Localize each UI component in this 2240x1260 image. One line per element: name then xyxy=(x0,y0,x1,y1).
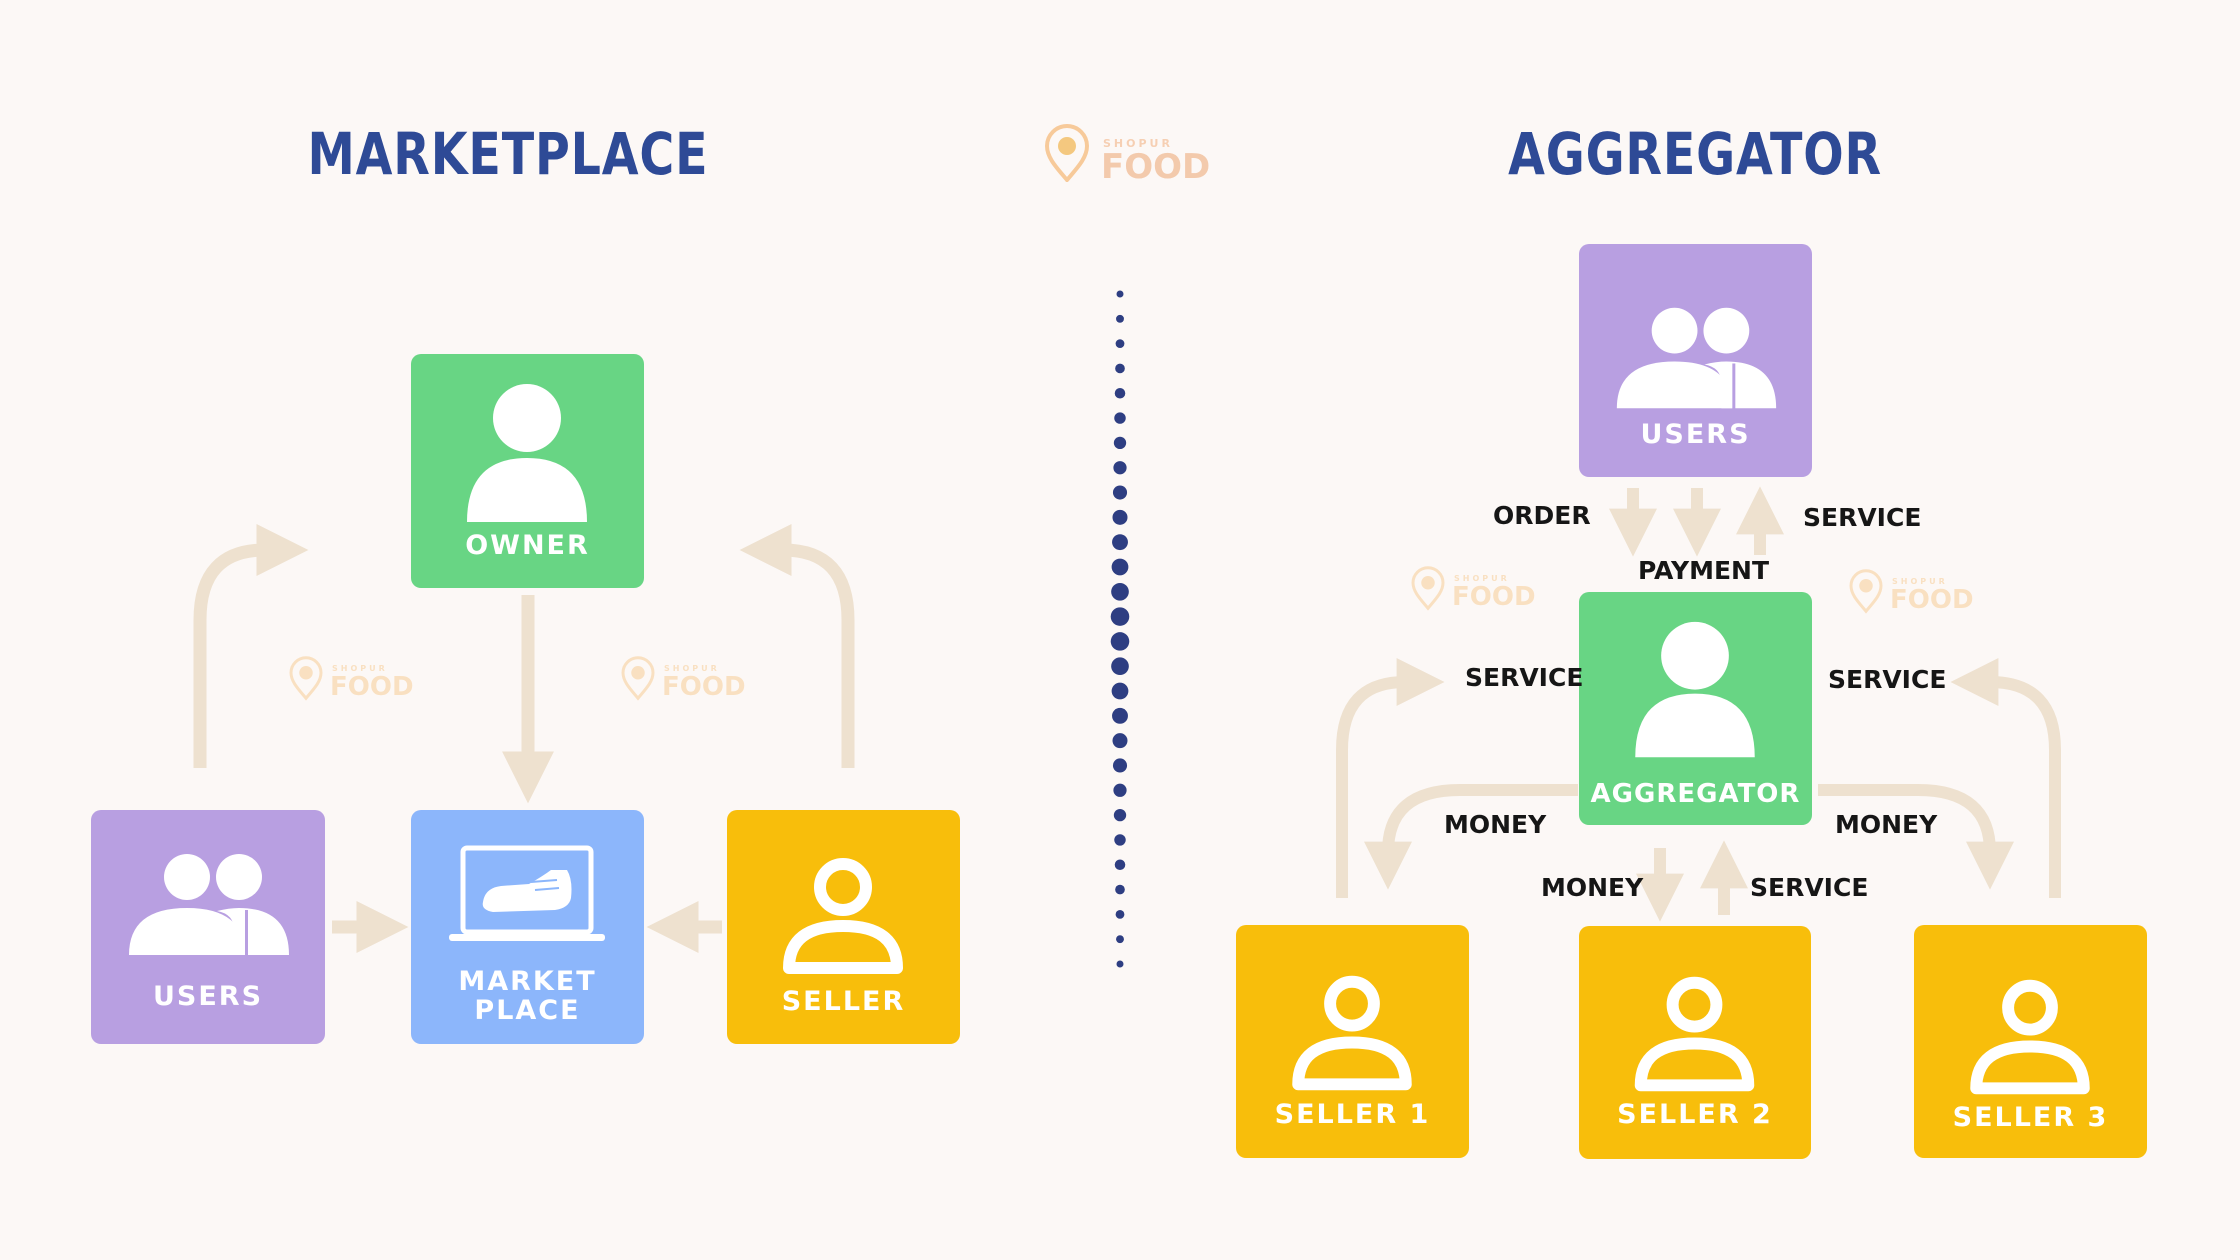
dotted-divider xyxy=(1110,290,1130,968)
edge-label-service-right: SERVICE xyxy=(1828,665,1947,694)
person-outline-icon xyxy=(1634,976,1755,1092)
edge-label-payment: PAYMENT xyxy=(1638,556,1770,585)
arrow-money-to-seller3 xyxy=(1818,784,2014,890)
divider-dot xyxy=(1113,461,1127,475)
person-icon xyxy=(1635,621,1755,758)
divider-dot xyxy=(1112,509,1128,525)
logo-main-text: FOOD xyxy=(330,672,414,702)
divider-dot xyxy=(1114,387,1126,399)
person-outline-icon xyxy=(1970,979,2090,1095)
owner-label: OWNER xyxy=(465,530,590,561)
logo-top-text: SHOPUR xyxy=(664,664,720,673)
marketplace-box: MARKET PLACE xyxy=(411,810,644,1044)
arrow-users-to-owner xyxy=(193,524,309,768)
person-outline-icon xyxy=(1292,975,1412,1091)
divider-dot xyxy=(1113,436,1127,450)
seller2-box: SELLER 2 xyxy=(1579,926,1811,1159)
edge-label-service-users: SERVICE xyxy=(1803,503,1922,532)
marketplace-label-line1: MARKET xyxy=(458,966,597,997)
marketplace-label-line2: PLACE xyxy=(474,995,581,1026)
seller-label: SELLER xyxy=(781,986,906,1017)
arrow-seller-to-owner xyxy=(739,524,855,768)
seller1-box: SELLER 1 xyxy=(1236,925,1469,1158)
divider-dot xyxy=(1111,558,1129,576)
divider-dot xyxy=(1112,534,1128,551)
edge-label-money-left: MONEY xyxy=(1444,810,1547,839)
logo-top-text: SHOPUR xyxy=(1454,574,1510,583)
divider-dot xyxy=(1115,363,1125,374)
users-box: USERS xyxy=(91,810,325,1044)
logo-top-text: SHOPUR xyxy=(332,664,388,673)
divider-dot xyxy=(1114,834,1126,846)
edge-label-money-right: MONEY xyxy=(1835,810,1938,839)
logo-main-text: FOOD xyxy=(1101,147,1211,187)
shopur-food-watermark: SHOPUR FOOD xyxy=(288,655,428,705)
location-pin-icon xyxy=(1849,569,1883,614)
arrow-money-to-seller1 xyxy=(1364,784,1578,890)
seller3-box: SELLER 3 xyxy=(1914,925,2147,1158)
shopur-food-watermark: SHOPUR FOOD xyxy=(1848,568,1988,618)
edge-label-service-center: SERVICE xyxy=(1750,873,1869,902)
divider-dot xyxy=(1111,682,1129,700)
shopur-food-logo: SHOPUR FOOD xyxy=(1043,124,1210,186)
aggregator-label: AGGREGATOR xyxy=(1590,779,1801,809)
location-pin-icon xyxy=(621,656,655,701)
divider-dot xyxy=(1114,412,1126,424)
users-label: USERS xyxy=(152,981,264,1012)
owner-box: OWNER xyxy=(411,354,644,588)
aggregator-title: AGGREGATOR xyxy=(1508,120,1882,188)
seller3-label: SELLER 3 xyxy=(1952,1102,2109,1133)
laptop-shoe-icon xyxy=(449,845,605,941)
edge-label-order: ORDER xyxy=(1493,501,1591,530)
logo-main-text: FOOD xyxy=(1890,585,1974,615)
arrow-seller1-service xyxy=(1336,658,1445,898)
location-pin-icon xyxy=(1411,566,1445,611)
divider-dot xyxy=(1113,783,1127,797)
aggregator-box: AGGREGATOR xyxy=(1579,592,1812,825)
shopur-food-watermark: SHOPUR FOOD xyxy=(620,655,760,705)
person-icon xyxy=(467,384,587,522)
divider-dot xyxy=(1113,808,1127,822)
logo-main-text: FOOD xyxy=(1452,582,1536,612)
marketplace-title: MARKETPLACE xyxy=(307,120,709,188)
seller-box: SELLER xyxy=(727,810,960,1044)
seller2-label: SELLER 2 xyxy=(1617,1099,1773,1130)
shopur-food-watermark: SHOPUR FOOD xyxy=(1410,565,1550,615)
edge-label-money-center: MONEY xyxy=(1541,873,1644,902)
divider-dot xyxy=(1116,290,1124,298)
group-icon xyxy=(1616,307,1777,410)
divider-dot xyxy=(1116,935,1124,944)
agg-users-label: USERS xyxy=(1640,419,1751,450)
divider-dot xyxy=(1116,314,1124,323)
agg-users-box: USERS xyxy=(1579,244,1812,477)
divider-dot xyxy=(1115,884,1125,895)
logo-top-text: SHOPUR xyxy=(1103,137,1173,150)
divider-dot xyxy=(1112,707,1128,724)
divider-dot xyxy=(1110,607,1130,626)
divider-dot xyxy=(1110,632,1130,651)
logo-main-text: FOOD xyxy=(662,672,746,702)
arrow-seller3-service xyxy=(1950,658,2061,898)
person-outline-icon xyxy=(783,858,903,974)
divider-dot xyxy=(1111,582,1129,601)
divider-dot xyxy=(1112,733,1128,749)
group-icon xyxy=(129,854,289,956)
divider-dot xyxy=(1115,339,1125,349)
location-pin-icon xyxy=(1044,124,1090,182)
seller1-label: SELLER 1 xyxy=(1274,1099,1431,1130)
divider-dot xyxy=(1112,485,1128,500)
divider-dot xyxy=(1111,657,1129,676)
location-pin-icon xyxy=(289,656,323,701)
divider-dot xyxy=(1116,960,1124,968)
edge-label-service-left: SERVICE xyxy=(1465,663,1584,692)
divider-dot xyxy=(1115,909,1125,919)
divider-dot xyxy=(1114,859,1126,871)
logo-top-text: SHOPUR xyxy=(1892,577,1948,586)
divider-dot xyxy=(1112,758,1128,773)
